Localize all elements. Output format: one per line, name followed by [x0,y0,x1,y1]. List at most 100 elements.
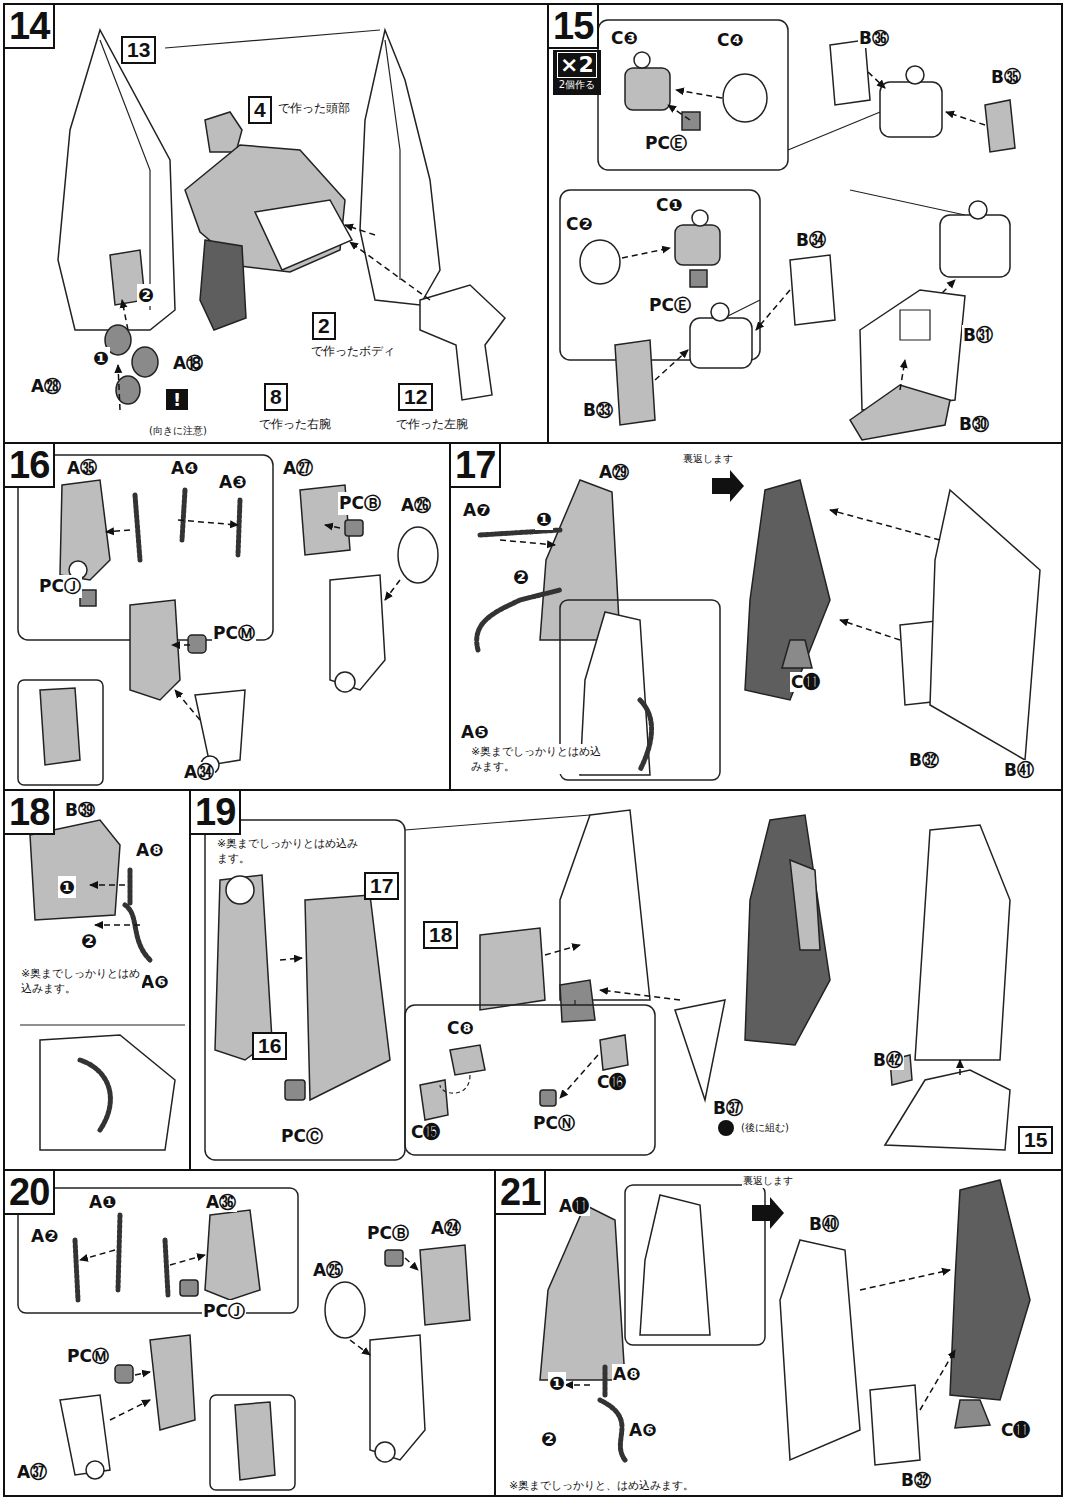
step-order-number: ❷ [512,566,530,588]
part-number: C⓫ [1000,1420,1031,1440]
part-number: B㉜ [908,750,940,770]
step-number: 16 [5,444,55,488]
assembly-note: ※奥までしっかりとはめ込みます。 [20,966,142,996]
step16-art-shape [80,590,96,606]
quantity-note: 2個作る [557,78,597,92]
part-number: PCⒸ [280,1125,324,1148]
part-number: B㉚ [958,414,990,434]
quantity-badge: ×22個作る [553,50,601,95]
step-order-number: ❷ [137,284,155,306]
step17-art-shape [640,700,652,770]
step19-art-shape [305,895,390,1100]
part-number: B㉜ [900,1470,932,1490]
part-number: C❶ [655,195,684,215]
step21-art [540,1180,1030,1465]
step20-art-shape [135,1372,150,1375]
step-order-number: ❶ [548,1372,566,1394]
part-number: B㉞ [795,230,827,250]
step14-art-shape [345,225,375,235]
step15-art-shape [969,201,987,219]
subassembly-ref-box: 16 [252,1032,287,1060]
part-number: PCⒷ [366,1222,410,1245]
step15-art-shape [690,270,707,287]
step19-art-shape [440,1075,470,1093]
step-panel: 141342812 [3,3,549,444]
step20-art-shape [205,1210,260,1300]
subassembly-ref-box: 8 [264,383,288,411]
step-number: 14 [5,5,55,49]
step14-art-shape [100,40,150,310]
part-number: PCⒷ [338,492,382,515]
step20-art-shape [370,1335,425,1460]
step-number: 20 [5,1171,55,1215]
part-number: A㉗ [282,458,314,478]
subassembly-number: 13 [127,38,150,61]
step14-art-shape [255,200,352,270]
step19-art-shape [480,928,545,1010]
part-number: A⓫ [558,1196,590,1216]
step18-art [20,820,185,1150]
step19-art-shape [915,825,1010,1060]
step21-art-shape [860,1270,950,1290]
step17-art-shape [830,510,940,540]
step16-art-shape [130,600,180,700]
part-number: A❹ [170,458,200,478]
step14-art-shape [200,240,246,330]
step21-art-shape [600,1400,625,1460]
step16-art-shape [345,520,363,536]
part-number: B㊶ [1003,760,1035,780]
reference-text: で作ったボディ [310,343,396,360]
part-number: A❻ [140,972,170,992]
step19-art-shape [574,1000,575,1005]
reference-text: で作った頭部 [277,100,351,117]
step17-art-shape [840,620,900,640]
subassembly-number: 18 [429,923,452,946]
step16-art-shape [172,644,190,646]
reference-text: で作った左腕 [395,416,469,433]
step17-art-shape [477,590,560,650]
subassembly-number: 15 [1024,1128,1047,1151]
note-text: (向きに注意) [148,424,208,438]
step17-art-shape [500,540,555,545]
step15-art-shape [625,68,670,110]
step-panel: 20 [3,1169,496,1497]
part-number: C⓫ [790,672,821,692]
step16-art-shape [106,530,130,532]
subassembly-number: 16 [258,1034,281,1057]
part-number: PCⒿ [202,1300,246,1323]
step17-art-shape [745,480,830,700]
step15-art-shape [682,112,700,130]
step15-art-shape [850,190,965,215]
part-number: B㉛ [962,325,994,345]
step14-art-shape [132,347,158,377]
step14-art-shape [350,242,430,300]
step16-art-shape [60,480,110,580]
step15-art-shape [622,248,670,258]
step16-art-shape [385,580,400,600]
step21-art-shape [603,1365,608,1395]
subassembly-ref-box: 12 [398,383,433,411]
part-number: C❷ [565,214,594,234]
subassembly-number: 12 [404,385,427,408]
step15-art-shape [692,210,708,226]
part-number: B㊲ [712,1098,744,1118]
step15-art-shape [830,40,870,105]
step15-art-shape [580,240,620,284]
subassembly-number: 4 [254,98,266,121]
part-number: PCⓃ [532,1112,576,1135]
note-text: 裏返します [682,452,734,466]
step16-art-shape [40,688,80,765]
step20-art-shape [110,1400,150,1420]
step-order-number: ❶ [58,876,76,898]
part-number: B㊴ [64,800,96,820]
step21-art-shape [920,1350,955,1410]
step15-art-shape [900,360,905,390]
step17-art-shape [480,530,560,535]
part-number: A㉕ [312,1260,344,1280]
step15-art-shape [634,52,650,68]
part-number: A⑱ [172,352,204,375]
step17-art-shape [930,490,1040,760]
step14-art-shape [385,40,400,280]
